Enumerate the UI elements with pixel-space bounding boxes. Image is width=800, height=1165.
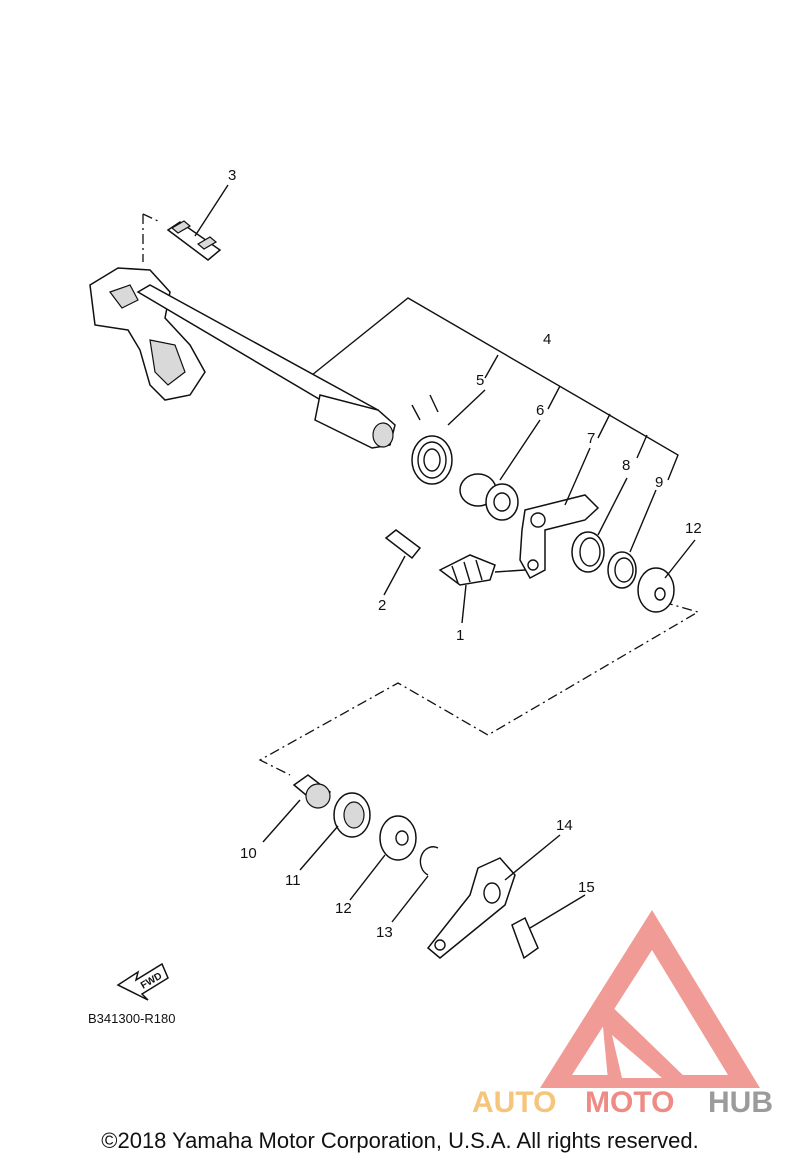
callout-15: 15	[578, 879, 595, 896]
part-2-bolt	[384, 529, 422, 560]
callout-2: 2	[378, 597, 386, 614]
part-12-washer-upper	[637, 567, 675, 613]
copyright-notice: ©2018 Yamaha Motor Corporation, U.S.A. A…	[101, 1128, 699, 1153]
callout-12-lower: 12	[335, 900, 352, 917]
watermark-logo	[540, 910, 760, 1088]
shift-shaft	[89, 267, 396, 449]
watermark-auto: AUTO	[472, 1086, 556, 1119]
part-12-washer-lower	[379, 815, 417, 861]
callout-10: 10	[240, 845, 257, 862]
dash-line-3	[142, 213, 161, 262]
dash-line-lower	[258, 601, 700, 776]
part-13-clip	[419, 846, 439, 876]
callout-13: 13	[376, 924, 393, 941]
callout-7: 7	[587, 430, 595, 447]
part-5-spring	[411, 394, 453, 485]
part-14-arm	[426, 857, 516, 959]
part-9-circlip	[607, 551, 637, 589]
callout-14: 14	[556, 817, 573, 834]
part-7-arm	[519, 494, 600, 580]
callout-1: 1	[456, 627, 464, 644]
diagram-ref: B341300-R180	[88, 1011, 175, 1026]
part-11-seal	[333, 792, 371, 838]
callout-11: 11	[285, 872, 301, 889]
callout-6: 6	[536, 402, 544, 419]
fwd-arrow-icon	[116, 962, 169, 1001]
callout-9: 9	[655, 474, 663, 491]
watermark-moto: MOTO	[585, 1086, 674, 1119]
callout-4: 4	[543, 331, 551, 348]
part-15-bolt	[511, 916, 539, 960]
part-3-stud	[166, 220, 222, 261]
bracket-4	[311, 297, 679, 481]
part-8-washer	[571, 531, 605, 573]
watermark-hub: HUB	[708, 1086, 773, 1119]
callout-8: 8	[622, 457, 630, 474]
part-10-bearing	[292, 774, 332, 809]
callout-12-upper: 12	[685, 520, 702, 537]
callout-3: 3	[228, 167, 236, 184]
leader-lines	[194, 184, 696, 929]
part-6-collar	[459, 473, 519, 521]
part-1-spring	[438, 554, 526, 586]
callout-5: 5	[476, 372, 484, 389]
